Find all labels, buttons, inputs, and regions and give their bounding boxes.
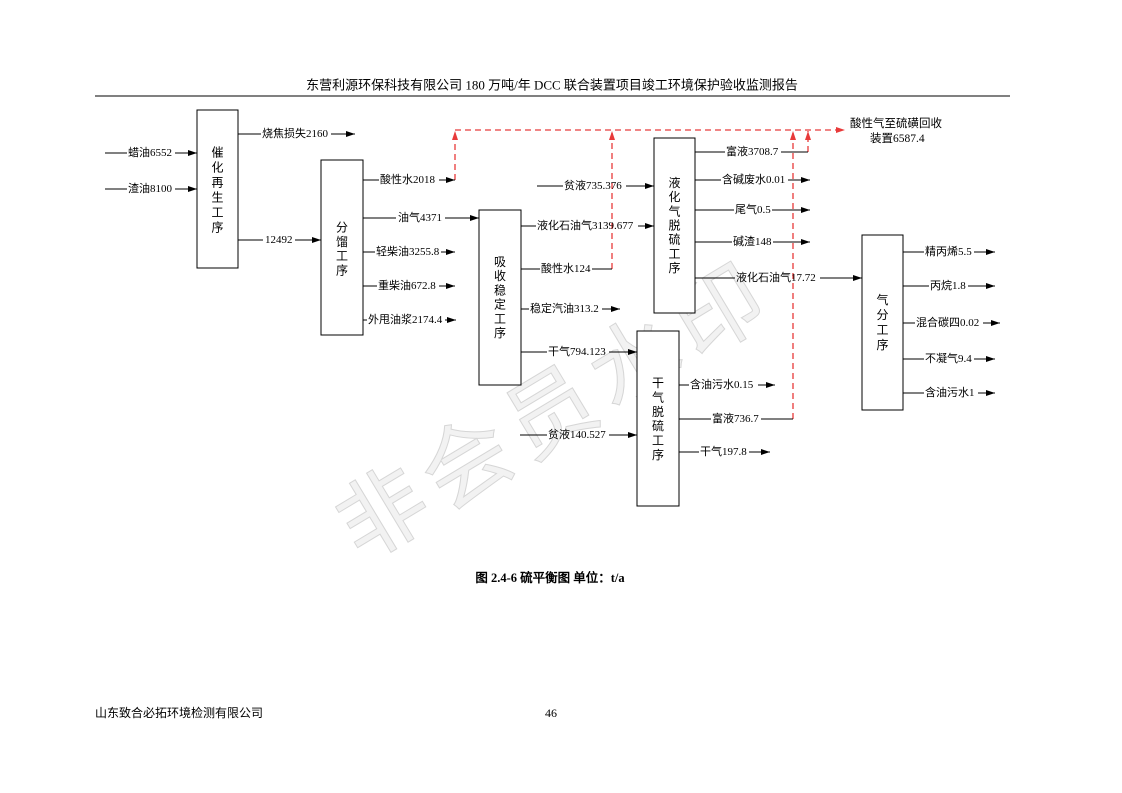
flow-lean-amine-dry-gas: 贫液140.527 (520, 427, 637, 441)
box-dry-gas-desulfurization (636, 330, 680, 507)
flow-dry-gas-to-desulfurization: 干气794.123 (521, 344, 637, 358)
flow-lean-amine-lpg: 贫液735.376 (537, 178, 654, 192)
flow-label: 丙烷1.8 (930, 278, 966, 292)
label-catalytic-regeneration: 催化再生工序 (211, 146, 223, 235)
flow-acid-water-absorption: 酸性水124 (521, 261, 612, 275)
flow-heavy-diesel: 重柴油672.8 (363, 278, 455, 292)
flow-residue-oil: 渣油8100 (105, 181, 197, 195)
flow-label: 液化石油气3139.677 (537, 218, 634, 232)
flow-label: 含油污水0.15 (690, 377, 754, 391)
acid-gas-target-label-line1: 酸性气至硫磺回收 (850, 116, 942, 130)
flow-label: 酸性水124 (541, 261, 591, 275)
report-header-title: 东营利源环保科技有限公司 180 万吨/年 DCC 联合装置项目竣工环境保护验收… (306, 78, 798, 93)
flow-to-fractionation: 12492 (238, 234, 321, 246)
flow-oil-gas: 油气4371 (363, 210, 479, 224)
box-fractionation (320, 159, 364, 336)
process-box-dry-gas-desulfurization: 干气脱硫工序 (636, 330, 680, 507)
flow-label: 富液736.7 (712, 411, 759, 425)
flow-alkali-residue: 碱渣148 (695, 234, 810, 248)
flow-light-diesel: 轻柴油3255.8 (363, 244, 455, 258)
flow-tail-gas: 尾气0.5 (695, 202, 810, 216)
flow-label: 干气197.8 (700, 444, 747, 458)
flow-rich-amine-dry-gas: 富液736.7 (679, 411, 793, 425)
label-gas-fractionation: 气分工序 (876, 292, 888, 352)
flow-acid-water-fractionation: 酸性水2018 (363, 172, 455, 186)
flow-mixed-c4: 混合碳四0.02 (903, 315, 1000, 329)
flow-label: 富液3708.7 (726, 144, 779, 158)
flow-label: 混合碳四0.02 (916, 315, 979, 329)
flow-label: 干气794.123 (548, 344, 606, 358)
flow-lpg-to-desulfurization: 液化石油气3139.677 (521, 218, 654, 232)
flow-slurry-oil: 外甩油浆2174.4 (363, 312, 456, 326)
flow-alkaline-wastewater: 含碱废水0.01 (695, 172, 810, 186)
footer-company: 山东致合必拓环境检测有限公司 (95, 705, 263, 720)
process-box-catalytic-regeneration: 催化再生工序 (196, 109, 239, 269)
flow-label: 贫液735.376 (564, 178, 622, 192)
flow-rich-amine-lpg: 富液3708.7 (695, 144, 808, 158)
page-number: 46 (545, 706, 557, 720)
acid-gas-target-label-line2: 装置6587.4 (870, 132, 925, 145)
flow-label: 轻柴油3255.8 (376, 244, 440, 258)
label-lpg-desulfurization: 液化气脱硫工序 (668, 175, 680, 275)
label-absorption-stabilization: 吸收稳定工序 (494, 255, 506, 340)
flow-propane: 丙烷1.8 (903, 278, 995, 292)
process-box-absorption-stabilization: 吸收稳定工序 (478, 209, 522, 386)
box-gas-fractionation (861, 234, 904, 411)
flow-label: 油气4371 (398, 210, 442, 224)
process-box-gas-fractionation: 气分工序 (861, 234, 904, 411)
flow-lpg-to-gas-fractionation: 液化石油气17.72 (695, 270, 862, 284)
flow-label: 渣油8100 (128, 181, 172, 195)
flow-label: 外甩油浆2174.4 (368, 312, 443, 326)
flow-coke-burn-loss: 烧焦损失2160 (238, 126, 355, 140)
flow-non-condensable-gas: 不凝气9.4 (903, 351, 995, 365)
acid-gas-collection-lines: 酸性气至硫磺回收 装置6587.4 (452, 116, 942, 419)
process-box-fractionation: 分馏工序 (320, 159, 364, 336)
flow-label: 蜡油6552 (128, 145, 172, 159)
flow-oily-wastewater-gas-fractionation: 含油污水1 (903, 385, 995, 399)
flow-label: 含碱废水0.01 (722, 172, 785, 186)
flow-label: 不凝气9.4 (925, 351, 972, 365)
label-fractionation: 分馏工序 (336, 221, 348, 278)
flow-wax-oil: 蜡油6552 (105, 145, 197, 159)
flow-label: 12492 (265, 234, 293, 246)
flow-propylene: 精丙烯5.5 (903, 245, 995, 258)
flow-oily-wastewater-dry-gas: 含油污水0.15 (679, 377, 775, 391)
flow-label: 稳定汽油313.2 (530, 301, 599, 315)
flow-label: 重柴油672.8 (378, 278, 436, 292)
flow-label: 精丙烯5.5 (925, 245, 972, 258)
flow-label: 烧焦损失2160 (262, 126, 328, 140)
flow-label: 含油污水1 (925, 385, 975, 399)
figure-caption: 图 2.4-6 硫平衡图 单位：t/a (475, 570, 625, 585)
process-box-lpg-desulfurization: 液化气脱硫工序 (653, 137, 696, 314)
flow-dry-gas-out: 干气197.8 (679, 444, 770, 458)
flow-label: 贫液140.527 (548, 427, 606, 441)
label-dry-gas-desulfurization: 干气脱硫工序 (652, 376, 664, 462)
flow-label: 碱渣148 (733, 234, 772, 248)
flow-label: 液化石油气17.72 (736, 270, 816, 284)
flow-stabilized-gasoline: 稳定汽油313.2 (521, 301, 620, 315)
flow-label: 尾气0.5 (735, 202, 771, 216)
box-absorption-stabilization (478, 209, 522, 386)
flow-label: 酸性水2018 (380, 172, 435, 186)
